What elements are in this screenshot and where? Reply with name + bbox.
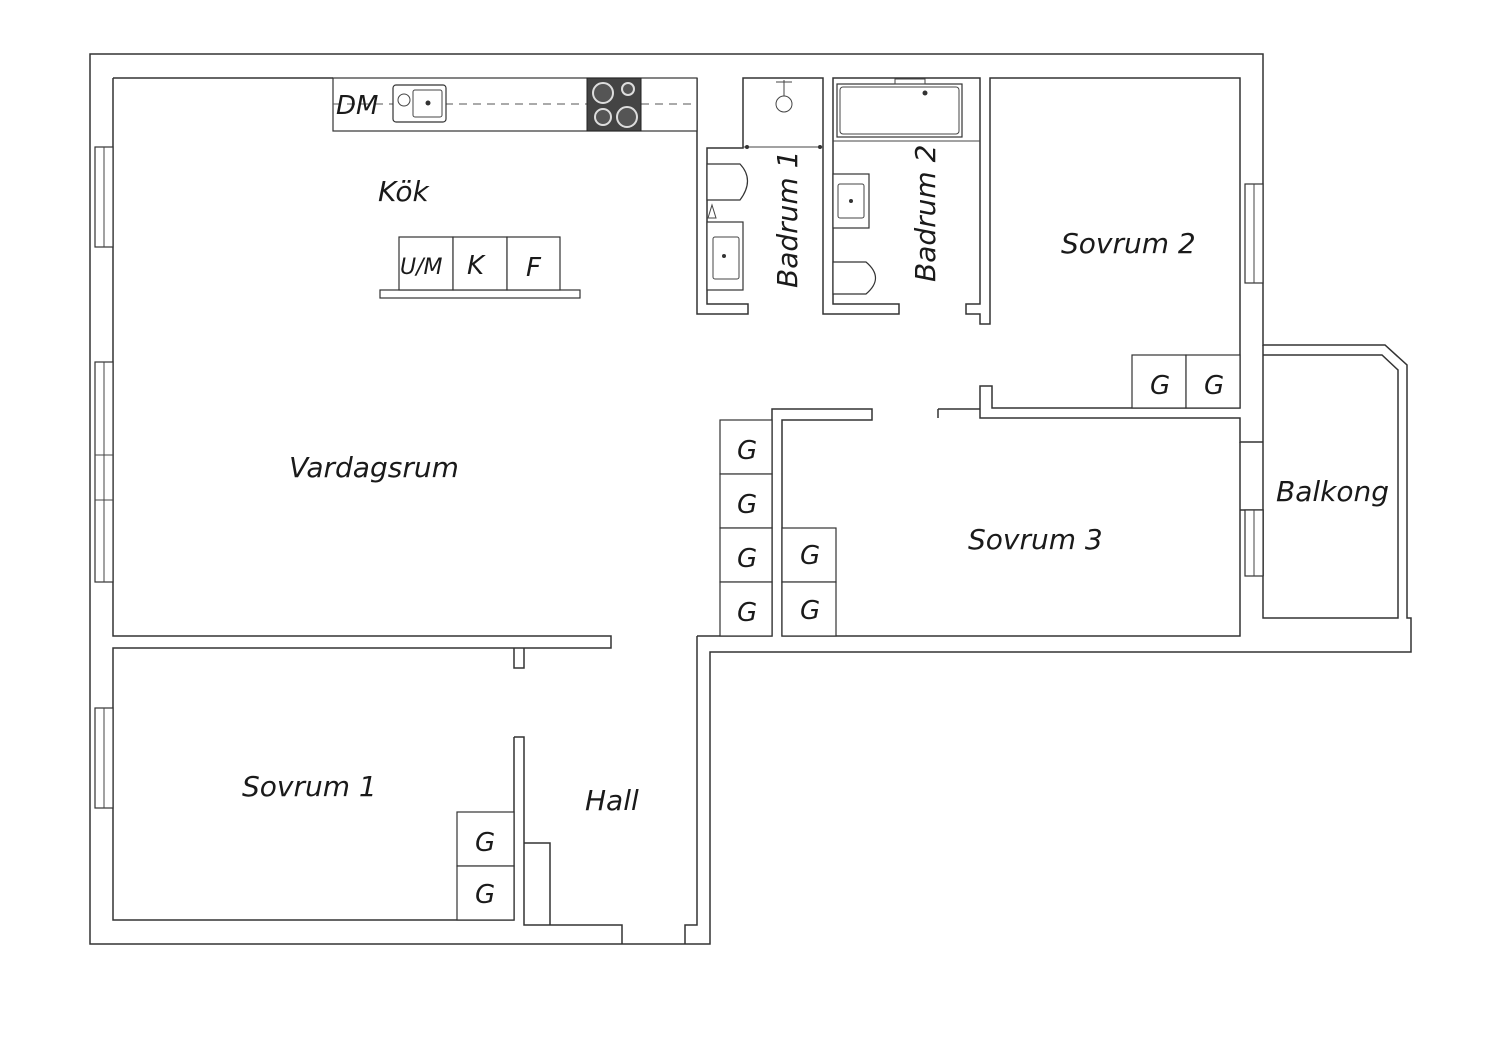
shower-icon (775, 80, 793, 113)
appliance-row: U/M K F (379, 236, 581, 299)
wardrobe (719, 473, 773, 529)
dishwasher-label: DM (336, 91, 378, 121)
stove-icon (586, 77, 642, 132)
wardrobe-label: G (737, 436, 757, 466)
wardrobe-label: G (800, 596, 820, 626)
room-label-kok: Kök (378, 175, 430, 208)
wardrobe (1185, 354, 1241, 409)
washbasin-icon (706, 203, 744, 291)
wardrobe-label: G (737, 598, 757, 628)
bathtub-icon (836, 78, 963, 138)
wardrobe-label: G (475, 828, 495, 858)
wardrobe (781, 581, 837, 637)
wardrobe-label: G (1150, 371, 1170, 401)
wardrobe (719, 527, 773, 583)
room-label-sovrum1: Sovrum 1 (242, 770, 377, 803)
room-label-sovrum3: Sovrum 3 (968, 523, 1103, 556)
room-label-sovrum2: Sovrum 2 (1061, 227, 1196, 260)
wardrobe-label: G (1204, 371, 1224, 401)
room-label-badrum1: Badrum 1 (771, 151, 804, 288)
wardrobe-label: G (737, 490, 757, 520)
freezer-label: F (526, 253, 542, 283)
room-label-vardagsrum: Vardagsrum (289, 451, 459, 484)
room-labels: Kök Vardagsrum Sovrum 1 Sovrum 2 Sovrum … (242, 145, 1389, 817)
badrum1-fixtures (706, 80, 823, 291)
badrum2-fixtures (832, 78, 980, 295)
toilet-icon (832, 261, 877, 295)
fridge-label: K (467, 251, 486, 281)
wardrobe (456, 865, 515, 921)
kitchen-counter: DM (332, 77, 698, 132)
room-label-badrum2: Badrum 2 (909, 145, 942, 282)
sink-icon (392, 84, 447, 123)
wardrobe-label: G (737, 544, 757, 574)
wardrobe-label: G (800, 541, 820, 571)
wardrobe (719, 581, 773, 637)
wardrobe (719, 419, 773, 475)
oven-micro-label: U/M (400, 255, 443, 280)
wardrobe-label: G (475, 880, 495, 910)
wardrobe (1131, 354, 1187, 409)
windows (94, 146, 1264, 809)
room-label-balkong: Balkong (1276, 475, 1389, 508)
room-label-hall: Hall (585, 784, 639, 817)
wardrobes: G G G G G G G G G G (456, 354, 1241, 921)
washbasin-icon (832, 173, 870, 229)
wardrobe (456, 811, 515, 867)
toilet-icon (706, 163, 749, 201)
